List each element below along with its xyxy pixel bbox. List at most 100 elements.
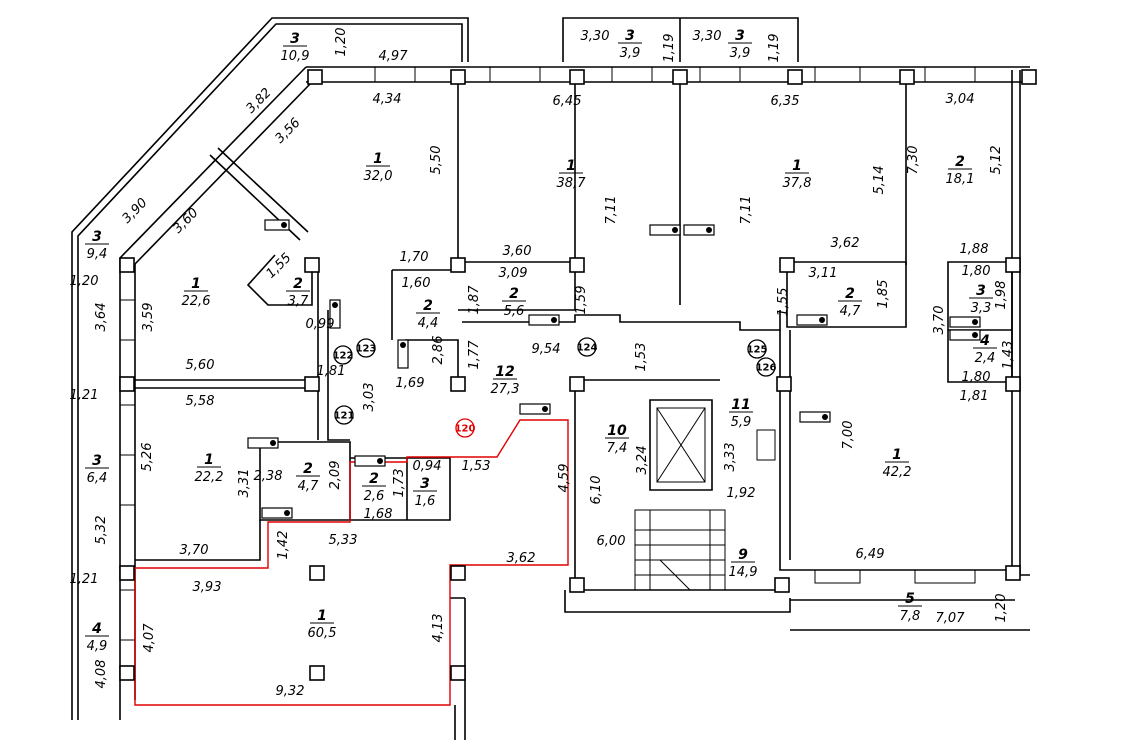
room-number: 2 — [303, 461, 313, 477]
dimension-label: 4,07 — [142, 623, 157, 653]
elevator-shaft-icon — [656, 407, 706, 483]
dimension-label: 6,10 — [589, 476, 604, 505]
drain-icon — [706, 227, 712, 233]
drain-icon — [332, 302, 338, 308]
room-number: 3 — [976, 283, 986, 299]
dimension-label: 1,59 — [574, 286, 589, 315]
room-area: 4,7 — [298, 479, 319, 494]
exterior-wall-diagonal — [119, 66, 313, 265]
bathtub-icon — [329, 299, 341, 329]
windows-left — [120, 299, 135, 641]
labels: 310,933,933,9132,0138,7137,8218,139,4122… — [70, 28, 1016, 699]
dimension-label: 1,81 — [960, 389, 989, 404]
room-number: 1 — [204, 452, 214, 468]
dimension-label: 4,59 — [557, 464, 572, 493]
dimension-label: 1,42 — [276, 531, 291, 560]
room-area: 5,6 — [504, 304, 525, 319]
room-area: 1,6 — [415, 494, 436, 509]
dimension-label: 5,26 — [140, 443, 155, 472]
room-area: 37,8 — [783, 176, 812, 191]
dimension-label: 1,20 — [70, 274, 99, 289]
balcony-left — [71, 17, 469, 720]
room-area: 3,7 — [288, 294, 309, 309]
room-area: 32,0 — [364, 169, 393, 184]
dimension-label: 1,77 — [467, 340, 482, 370]
bottom-left-walls — [119, 597, 466, 740]
bathtub-icon — [683, 224, 715, 236]
dimension-label: 2,86 — [431, 336, 446, 365]
section-marker-label: 124 — [577, 343, 598, 354]
dimension-label: 1,53 — [634, 343, 649, 372]
dimension-label: 5,14 — [872, 166, 887, 195]
dimension-label: 3,70 — [932, 306, 947, 335]
room-number: 12 — [495, 364, 514, 380]
room-area: 2,4 — [975, 351, 996, 366]
dimension-label: 4,08 — [94, 660, 109, 689]
dimension-label: 1,98 — [994, 281, 1009, 310]
room-number: 2 — [293, 276, 303, 292]
dimension-label: 1,92 — [727, 486, 756, 501]
room-22-wall — [135, 520, 261, 561]
room-number: 3 — [625, 28, 635, 44]
bathtub-icon — [949, 316, 981, 328]
drain-icon — [542, 406, 548, 412]
section-marker-icon — [756, 357, 776, 377]
drain-icon — [819, 317, 825, 323]
room-area: 10,9 — [281, 49, 310, 64]
dimension-label: 3,62 — [507, 551, 536, 566]
dimension-label: 3,59 — [141, 303, 156, 332]
section-marker-icon — [577, 337, 597, 357]
dimension-label: 7,11 — [739, 196, 754, 225]
dimension-label: 9,32 — [276, 684, 305, 699]
room-number: 3 — [735, 28, 745, 44]
dimension-label: 0,99 — [306, 317, 335, 332]
room-area: 3,3 — [971, 301, 992, 316]
section-marker-icon — [334, 405, 354, 425]
corridor-wall — [317, 262, 350, 441]
dimension-label: 1,80 — [962, 370, 991, 385]
room-area: 2,6 — [364, 489, 385, 504]
dimension-label: 1,70 — [400, 250, 429, 265]
room-number: 1 — [792, 158, 802, 174]
room-area: 4,7 — [840, 304, 861, 319]
bathtub-icon — [796, 314, 828, 326]
room-number: 4 — [979, 333, 990, 349]
room-area: 9,4 — [87, 247, 108, 262]
drain-icon — [270, 440, 276, 446]
dimension-label: 1,88 — [960, 242, 989, 257]
exterior-wall-left — [119, 258, 136, 700]
dimension-label: 1,60 — [402, 276, 431, 291]
drain-icon — [672, 227, 678, 233]
dimension-label: 5,33 — [329, 533, 358, 548]
dimension-label: 4,34 — [373, 92, 402, 107]
walls — [71, 17, 1030, 740]
dimension-label: 0,94 — [413, 459, 442, 474]
room-number: 3 — [420, 476, 430, 492]
bathtub-icons — [247, 219, 981, 519]
room-area: 5,9 — [731, 415, 752, 430]
apartment-120-outline — [134, 419, 569, 706]
bathroom-4-7 — [786, 261, 907, 328]
dimension-label: 7,07 — [936, 611, 966, 626]
dimension-label: 3,24 — [635, 446, 650, 475]
room-area: 14,9 — [729, 565, 758, 580]
dimension-label: 6,45 — [553, 94, 582, 109]
dimension-label: 3,31 — [237, 469, 252, 498]
shaft-icon — [756, 429, 776, 461]
dimension-label: 6,49 — [856, 547, 885, 562]
room-number: 2 — [423, 298, 433, 314]
dimension-label: 3,93 — [193, 580, 222, 595]
dimension-label: 5,50 — [429, 146, 444, 175]
room-number: 1 — [892, 447, 902, 463]
wall-between-rooms — [135, 379, 318, 389]
section-marker-label: 120 — [455, 424, 476, 435]
diagonal-partition — [209, 147, 309, 241]
dimension-label: 5,58 — [186, 394, 215, 409]
bathroom-4-4 — [391, 269, 459, 380]
room-area: 22,6 — [182, 294, 211, 309]
bathtub-icon — [528, 314, 560, 326]
dimension-label: 4,97 — [379, 49, 409, 64]
dimension-label: 6,35 — [771, 94, 800, 109]
room-area: 42,2 — [883, 465, 912, 480]
